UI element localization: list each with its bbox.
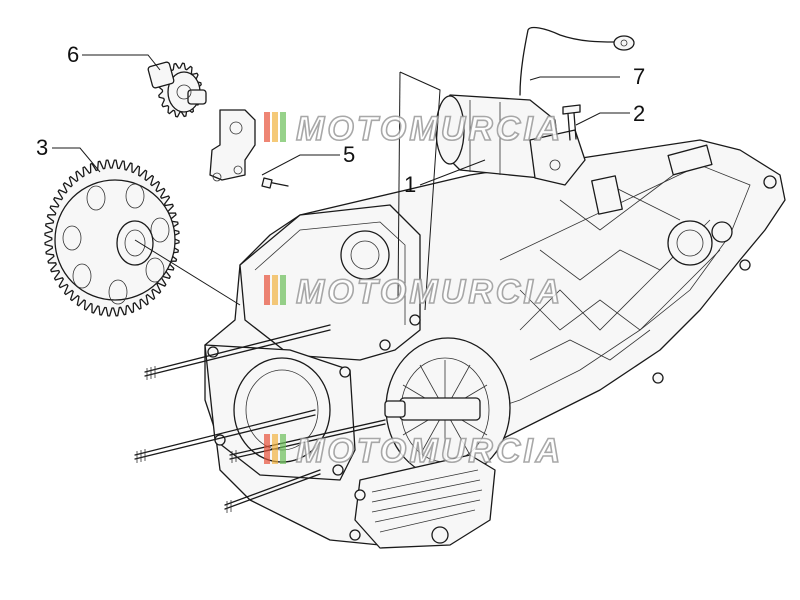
watermark-top: MOTOMURCIA bbox=[264, 109, 563, 149]
cylinder-studs bbox=[134, 324, 386, 513]
leader-lines bbox=[52, 54, 630, 311]
callout-2: 2 bbox=[633, 101, 645, 126]
bracket bbox=[209, 109, 289, 189]
watermark-bar-red bbox=[264, 112, 270, 142]
starter-bolt bbox=[562, 104, 581, 141]
callout-3: 3 bbox=[36, 135, 48, 160]
watermark-text: MOTOMURCIA bbox=[296, 432, 563, 470]
watermark-bottom: MOTOMURCIA bbox=[264, 431, 563, 471]
callout-5: 5 bbox=[343, 142, 355, 167]
starter-gear bbox=[44, 159, 180, 317]
crankcase bbox=[134, 139, 786, 549]
sump-fins bbox=[371, 469, 483, 533]
watermark-middle: MOTOMURCIA bbox=[264, 272, 563, 312]
pinion-gear bbox=[147, 61, 207, 118]
watermark-bar-yellow bbox=[272, 112, 278, 142]
watermark-text: MOTOMURCIA bbox=[296, 273, 563, 311]
watermark-bar-green bbox=[280, 112, 286, 142]
watermark-text: MOTOMURCIA bbox=[296, 110, 563, 148]
callout-1: 1 bbox=[404, 172, 416, 197]
starter-motor bbox=[435, 26, 635, 186]
callout-7: 7 bbox=[633, 64, 645, 89]
callout-6: 6 bbox=[67, 42, 79, 67]
